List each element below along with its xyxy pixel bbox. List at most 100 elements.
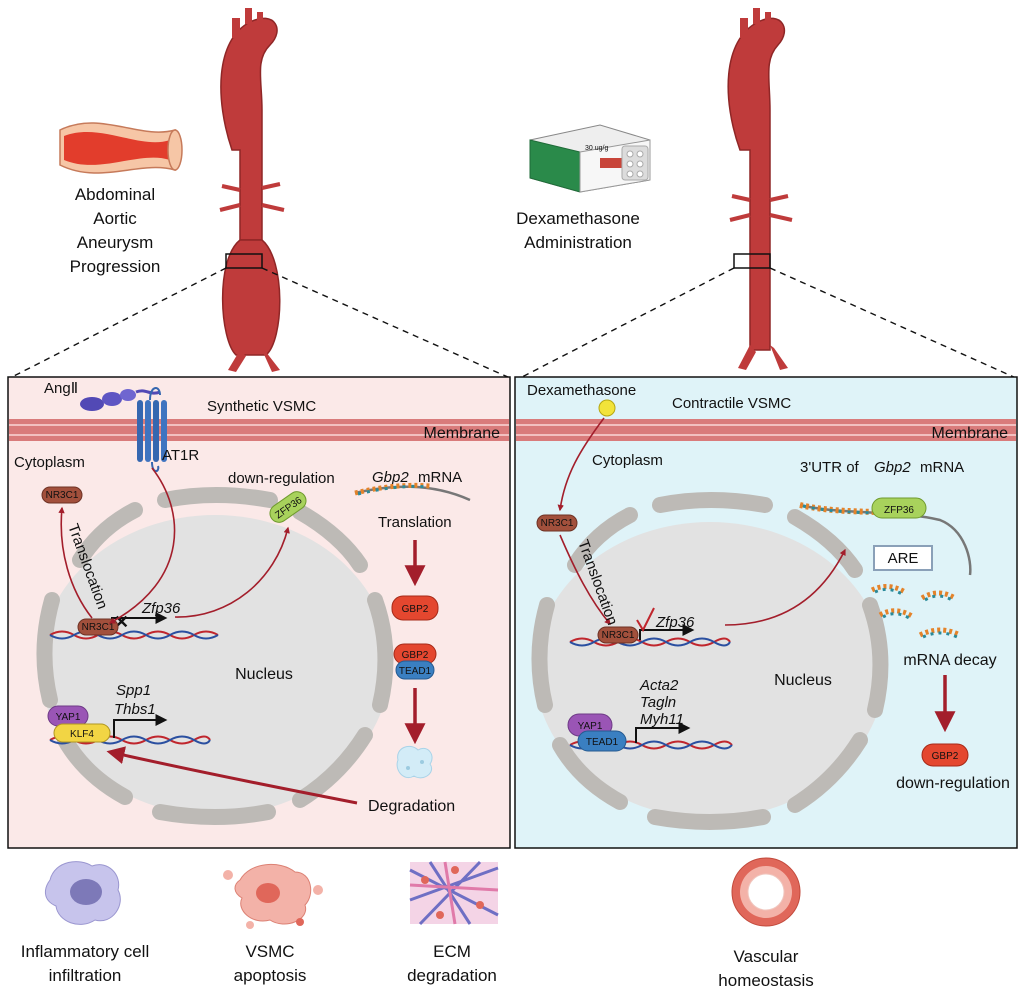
left-nr3c1-cytoplasm-label: NR3C1 (46, 490, 79, 501)
feedback-arrow (106, 746, 358, 805)
outcome-1-line-2: infiltration (49, 966, 122, 985)
right-aorta-illustration (727, 8, 793, 370)
zfp36-expression-arrow (174, 526, 290, 618)
spp1-gene-label: Spp1 (116, 682, 151, 699)
outcome-apoptosis: VSMC apoptosis (223, 863, 323, 985)
right-cell-label: Contractile VSMC (672, 395, 791, 412)
left-complex-tead1 (395, 660, 435, 680)
left-gbp2-mrna-gene: Gbp2 (372, 469, 409, 486)
right-yap1-label: YAP1 (578, 721, 603, 732)
left-complex-gbp2-label: GBP2 (402, 650, 429, 661)
left-yap1-label: YAP1 (56, 712, 81, 723)
left-nr3c1-nucleus-label: NR3C1 (82, 622, 115, 633)
outcome-2-line-1: VSMC (245, 942, 294, 961)
right-nucleus-label: Nucleus (774, 672, 832, 689)
angii-ligand-icon (80, 389, 161, 411)
acta2-promoter-arrow (635, 722, 691, 743)
right-title: Dexamethasone Administration (516, 209, 640, 252)
healthy-vessel-ring-icon (731, 857, 801, 927)
right-zfp36-gene-label: Zfp36 (655, 614, 695, 631)
outcome-4-line-1: Vascular (734, 947, 799, 966)
at1r-receptor-icon (137, 387, 167, 473)
vessel-icon (59, 122, 183, 174)
left-nr3c1-cytoplasm (41, 486, 83, 504)
outcome-3-line-2: degradation (407, 966, 497, 985)
zoom-line-left-a (9, 267, 227, 379)
left-nucleus-label: Nucleus (235, 666, 293, 683)
right-title-line-2: Administration (524, 233, 632, 252)
outcome-ecm: ECM degradation (407, 860, 499, 985)
degradation-particle-icon (396, 745, 433, 779)
utr-prefix-label: 3'UTR of (800, 459, 860, 476)
right-cytoplasm-label: Cytoplasm (592, 452, 663, 469)
inflammatory-cell-icon (45, 861, 121, 925)
right-nr3c1-cytoplasm-label: NR3C1 (541, 518, 574, 529)
left-title-line-3: Aneurysm (77, 233, 154, 252)
activation-check-icon (636, 607, 655, 633)
left-cytoplasm-label: Cytoplasm (14, 454, 85, 471)
zoom-line-right-b (769, 267, 1017, 379)
angii-label: AngⅡ (44, 380, 78, 397)
left-translocation-arrow (58, 506, 93, 619)
outcome-homeostasis: Vascular homeostasis (718, 857, 814, 990)
left-translation-label: Translation (378, 514, 452, 531)
tagln-gene-label: Tagln (640, 694, 676, 711)
right-gbp2-protein (921, 743, 969, 767)
right-panel: Membrane Dexamethasone Contractile VSMC … (514, 376, 1018, 849)
mrna-decay-label: mRNA decay (903, 652, 996, 669)
left-klf4 (53, 723, 111, 743)
right-membrane-label: Membrane (932, 425, 1009, 442)
left-klf4-label: KLF4 (70, 729, 94, 740)
dexamethasone-binding-arrow (557, 417, 605, 512)
left-down-regulation-label: down-regulation (228, 470, 335, 487)
utr-suffix-label: mRNA (920, 459, 964, 476)
left-cell-label: Synthetic VSMC (207, 398, 316, 415)
drug-box-text: 30 ug/g (585, 145, 608, 152)
outcome-2-line-2: apoptosis (234, 966, 307, 985)
right-tead1-label: TEAD1 (586, 737, 619, 748)
right-down-regulation-label: down-regulation (896, 775, 1010, 792)
zoom-line-left-b (261, 267, 511, 379)
outcome-4-line-2: homeostasis (718, 971, 813, 990)
left-membrane-label: Membrane (424, 425, 501, 442)
right-zfp36-expression-arrow (724, 548, 846, 626)
left-degradation-label: Degradation (368, 798, 455, 815)
left-title-line-4: Progression (70, 257, 161, 276)
acta2-gene-label: Acta2 (639, 677, 679, 694)
spp1-promoter-arrow (113, 714, 168, 738)
right-zfp36-promoter-arrow (639, 624, 695, 640)
drug-box-icon: 30 ug/g (529, 124, 651, 193)
right-nr3c1-nucleus (597, 626, 639, 644)
left-title: Abdominal Aortic Aneurysm Progression (70, 185, 161, 276)
ecm-fibers-icon (409, 860, 499, 926)
myh11-gene-label: Myh11 (640, 711, 684, 728)
are-box (873, 545, 933, 571)
outcome-inflammatory: Inflammatory cell infiltration (21, 861, 149, 985)
mrna-decay-fragments (870, 584, 962, 639)
at1r-signal-arrow (108, 467, 176, 624)
are-label: ARE (888, 550, 919, 567)
right-title-line-1: Dexamethasone (516, 209, 640, 228)
zoom-line-right-a (519, 267, 735, 379)
right-gbp2-protein-label: GBP2 (932, 751, 959, 762)
left-gbp2-protein (391, 595, 439, 621)
right-dna-strand-1 (569, 637, 731, 647)
left-nuclear-envelope (36, 487, 394, 825)
left-gbp2-mrna-suffix: mRNA (418, 469, 462, 486)
right-nr3c1-cytoplasm (536, 514, 578, 532)
left-gbp2-mrna-strand (354, 482, 471, 502)
right-zfp36-protein-label: ZFP36 (884, 505, 914, 516)
right-nuclear-envelope (531, 492, 889, 830)
left-gbp2-protein-label: GBP2 (402, 604, 429, 615)
left-title-line-1: Abdominal (75, 185, 155, 204)
right-nr3c1-nucleus-label: NR3C1 (602, 630, 635, 641)
dexamethasone-label: Dexamethasone (527, 382, 636, 399)
outcome-3-line-1: ECM (433, 942, 471, 961)
right-zfp36-protein (871, 497, 927, 519)
right-translocation-arrow (559, 534, 611, 625)
thbs1-gene-label: Thbs1 (114, 701, 156, 718)
right-tead1 (577, 730, 627, 752)
left-panel: Membrane Synthetic VSMC Cytoplasm AngⅡ A… (7, 376, 511, 849)
left-nr3c1-nucleus (77, 618, 119, 636)
